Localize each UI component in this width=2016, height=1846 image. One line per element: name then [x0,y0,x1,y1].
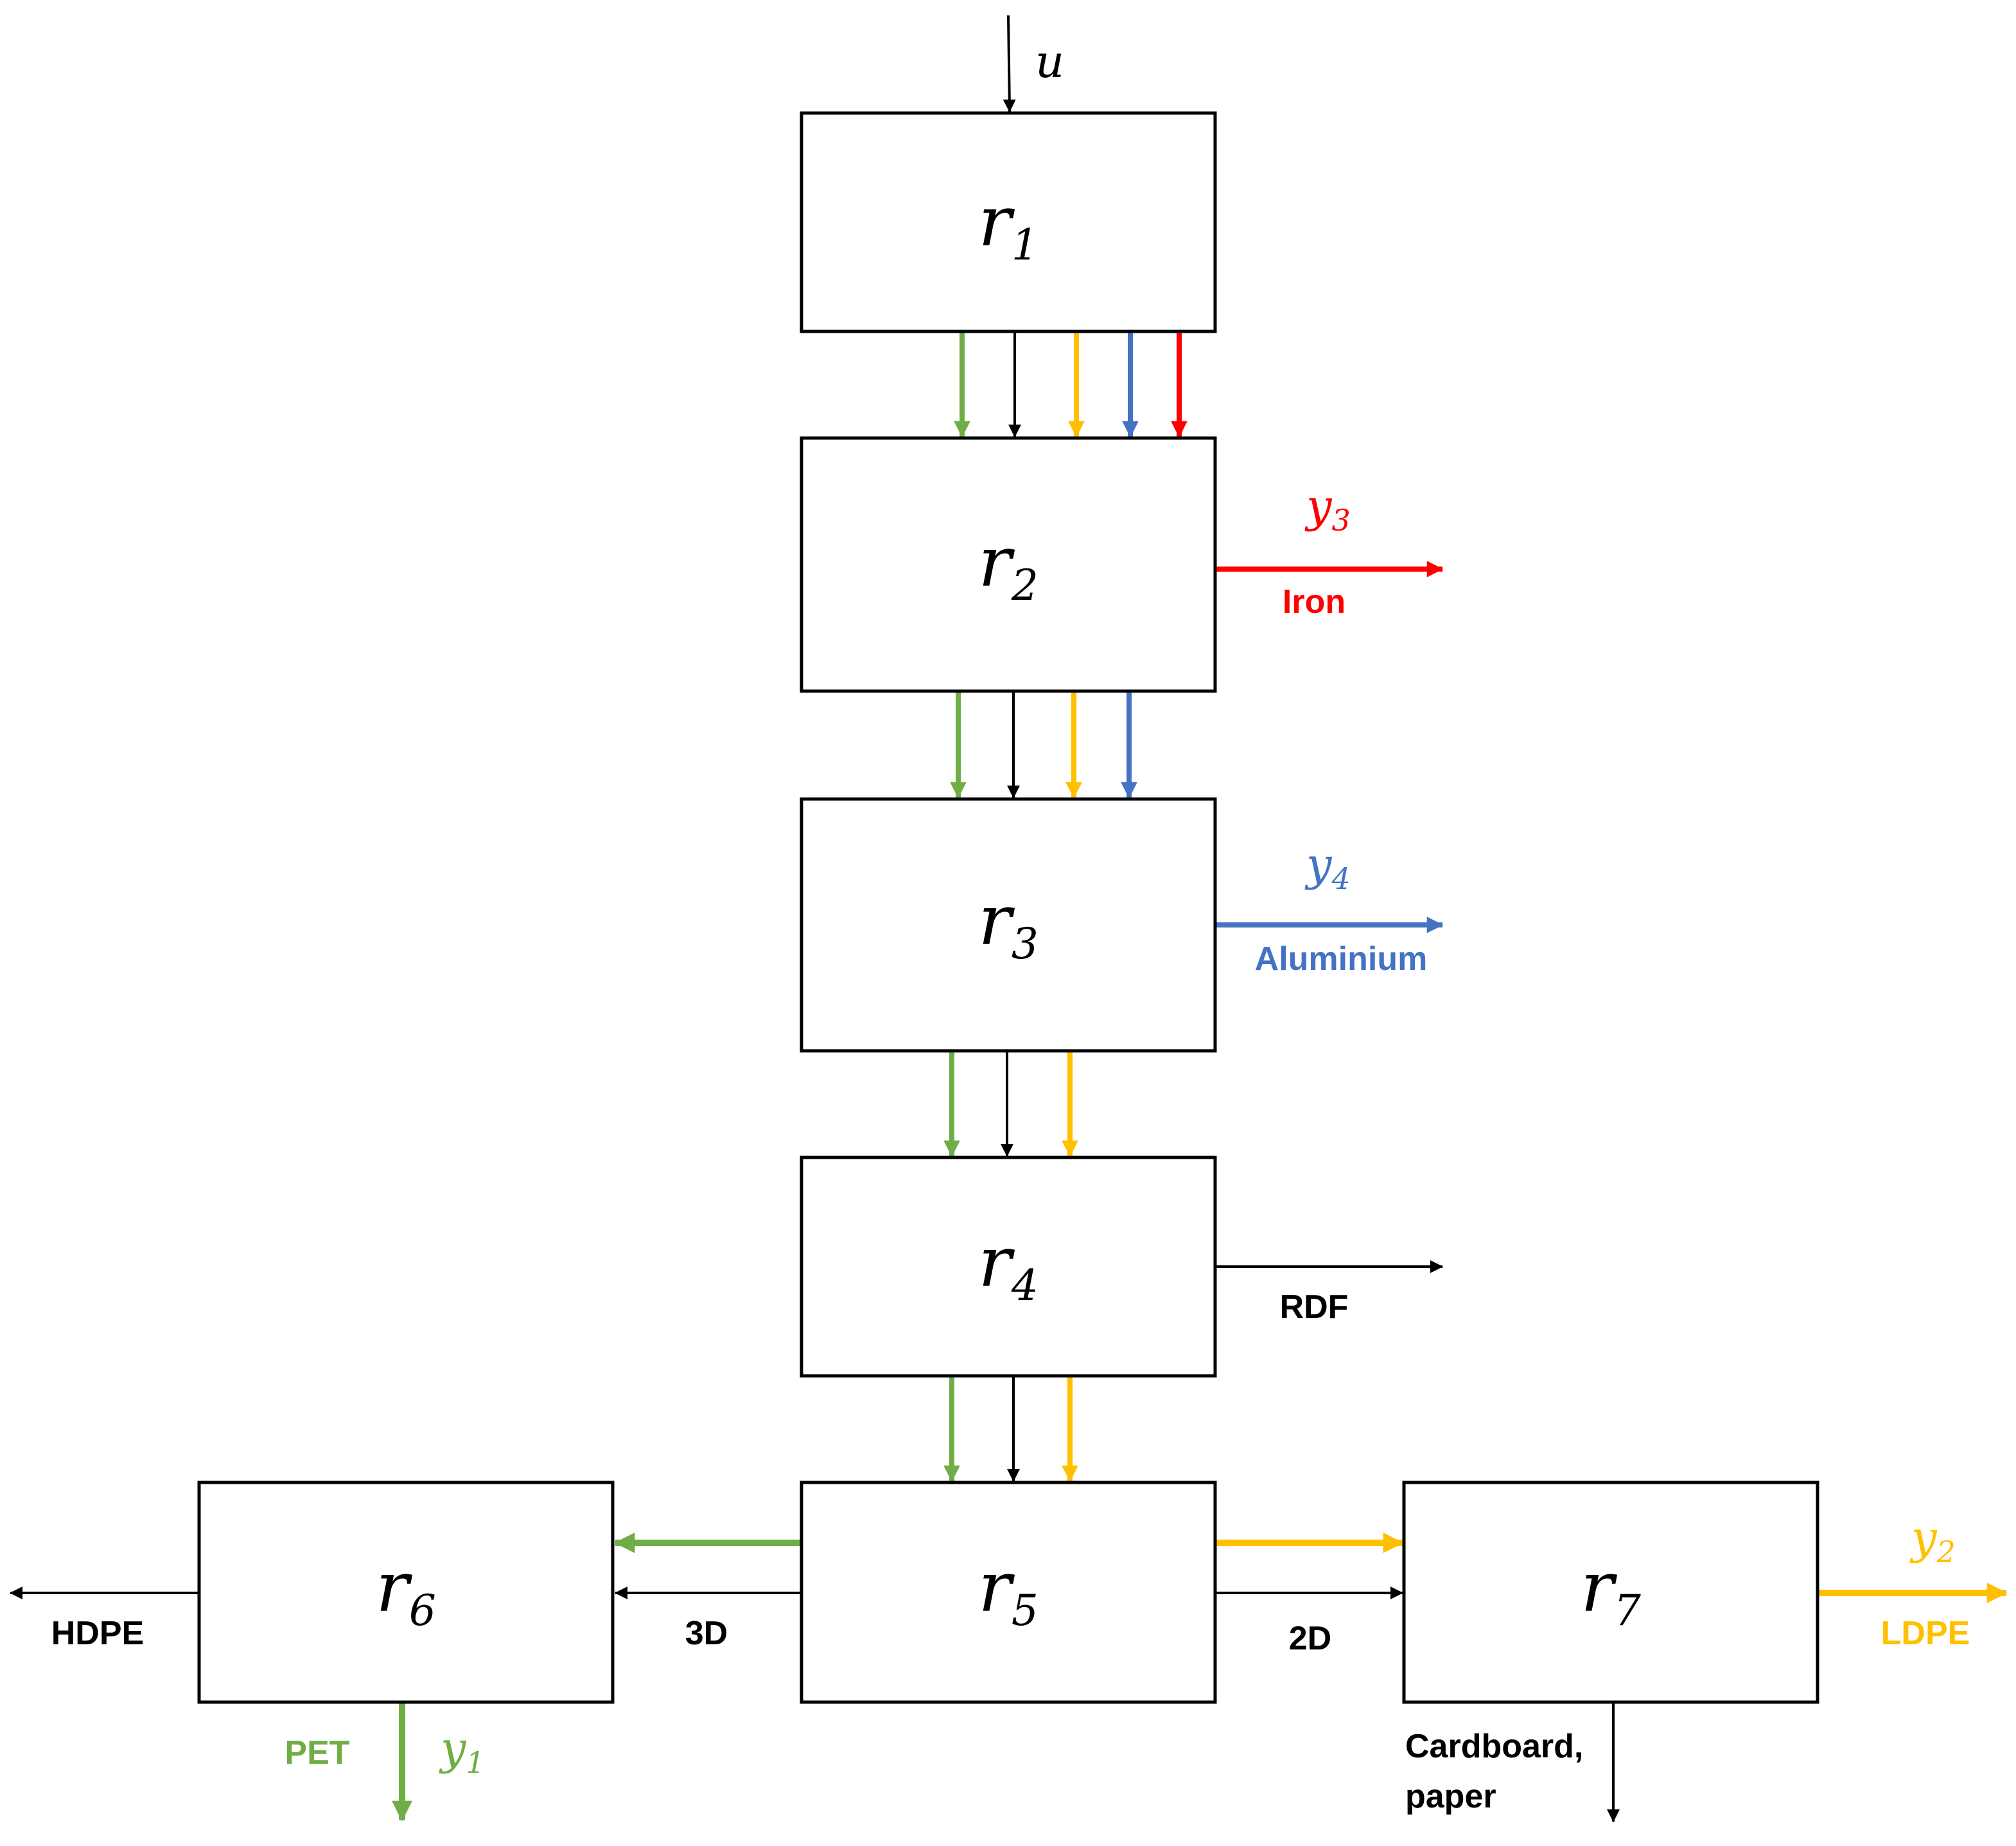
flows-r3-r4 [943,1052,1078,1157]
block-r3: r3 [800,797,1217,1053]
block-r2-symbol: r [978,522,1015,602]
aluminium-label: Aluminium [1255,940,1428,978]
aluminium-symbol: y [1304,838,1333,891]
block-r4-symbol: r [978,1222,1015,1303]
block-r7-symbol: r [1581,1547,1617,1628]
block-r1: r1 [800,111,1217,333]
flow-3d-label: 3D [685,1615,728,1652]
block-r3-symbol: r [978,881,1015,961]
svg-text:r3: r3 [978,881,1039,969]
block-r1-index: 1 [1012,220,1039,270]
pet-index: 1 [466,1745,485,1780]
svg-text:y3: y3 [1304,480,1351,538]
svg-text:r7: r7 [1581,1547,1641,1635]
rdf-label: RDF [1280,1288,1349,1326]
block-r4: r4 [800,1156,1217,1378]
flows-r2-r3 [950,692,1137,799]
ldpe-symbol: y [1909,1511,1938,1564]
svg-text:y4: y4 [1304,838,1351,896]
pet-label: PET [285,1734,349,1771]
block-r5-symbol: r [978,1547,1015,1628]
svg-text:r4: r4 [978,1222,1039,1310]
input-symbol: u [1035,35,1064,88]
block-r7: r7 [1402,1481,1819,1704]
svg-text:r1: r1 [978,182,1039,270]
iron-symbol: y [1304,480,1333,532]
svg-text:r6: r6 [376,1547,436,1635]
ldpe-index: 2 [1936,1534,1956,1569]
hdpe-label: HDPE [51,1615,144,1652]
block-r2: r2 [800,436,1217,693]
svg-text:y2: y2 [1909,1511,1956,1569]
block-r6-index: 6 [409,1586,436,1635]
block-r1-symbol: r [978,182,1015,262]
block-r7-index: 7 [1614,1586,1641,1635]
flows-r1-r2 [954,333,1188,438]
svg-text:r5: r5 [978,1547,1039,1635]
block-r6-symbol: r [376,1547,412,1628]
flows-r4-r5 [943,1377,1078,1482]
flow-2d-label: 2D [1289,1620,1331,1657]
svg-text:y1: y1 [439,1722,485,1780]
block-r4-index: 4 [1011,1261,1039,1310]
block-r5-index: 5 [1012,1586,1039,1635]
iron-index: 3 [1332,503,1351,538]
block-r6: r6 [197,1481,615,1704]
block-r5: r5 [800,1481,1217,1704]
cardboard-label-line2: paper [1405,1778,1496,1815]
cardboard-label-line1: Cardboard, [1405,1728,1583,1765]
block-r2-index: 2 [1011,561,1039,610]
aluminium-index: 4 [1331,861,1351,896]
svg-text:r2: r2 [978,522,1039,610]
input-arrow [1003,15,1016,112]
iron-label: Iron [1283,583,1345,620]
pet-symbol: y [439,1722,467,1775]
block-r3-index: 3 [1012,919,1039,969]
ldpe-label: LDPE [1881,1615,1970,1652]
